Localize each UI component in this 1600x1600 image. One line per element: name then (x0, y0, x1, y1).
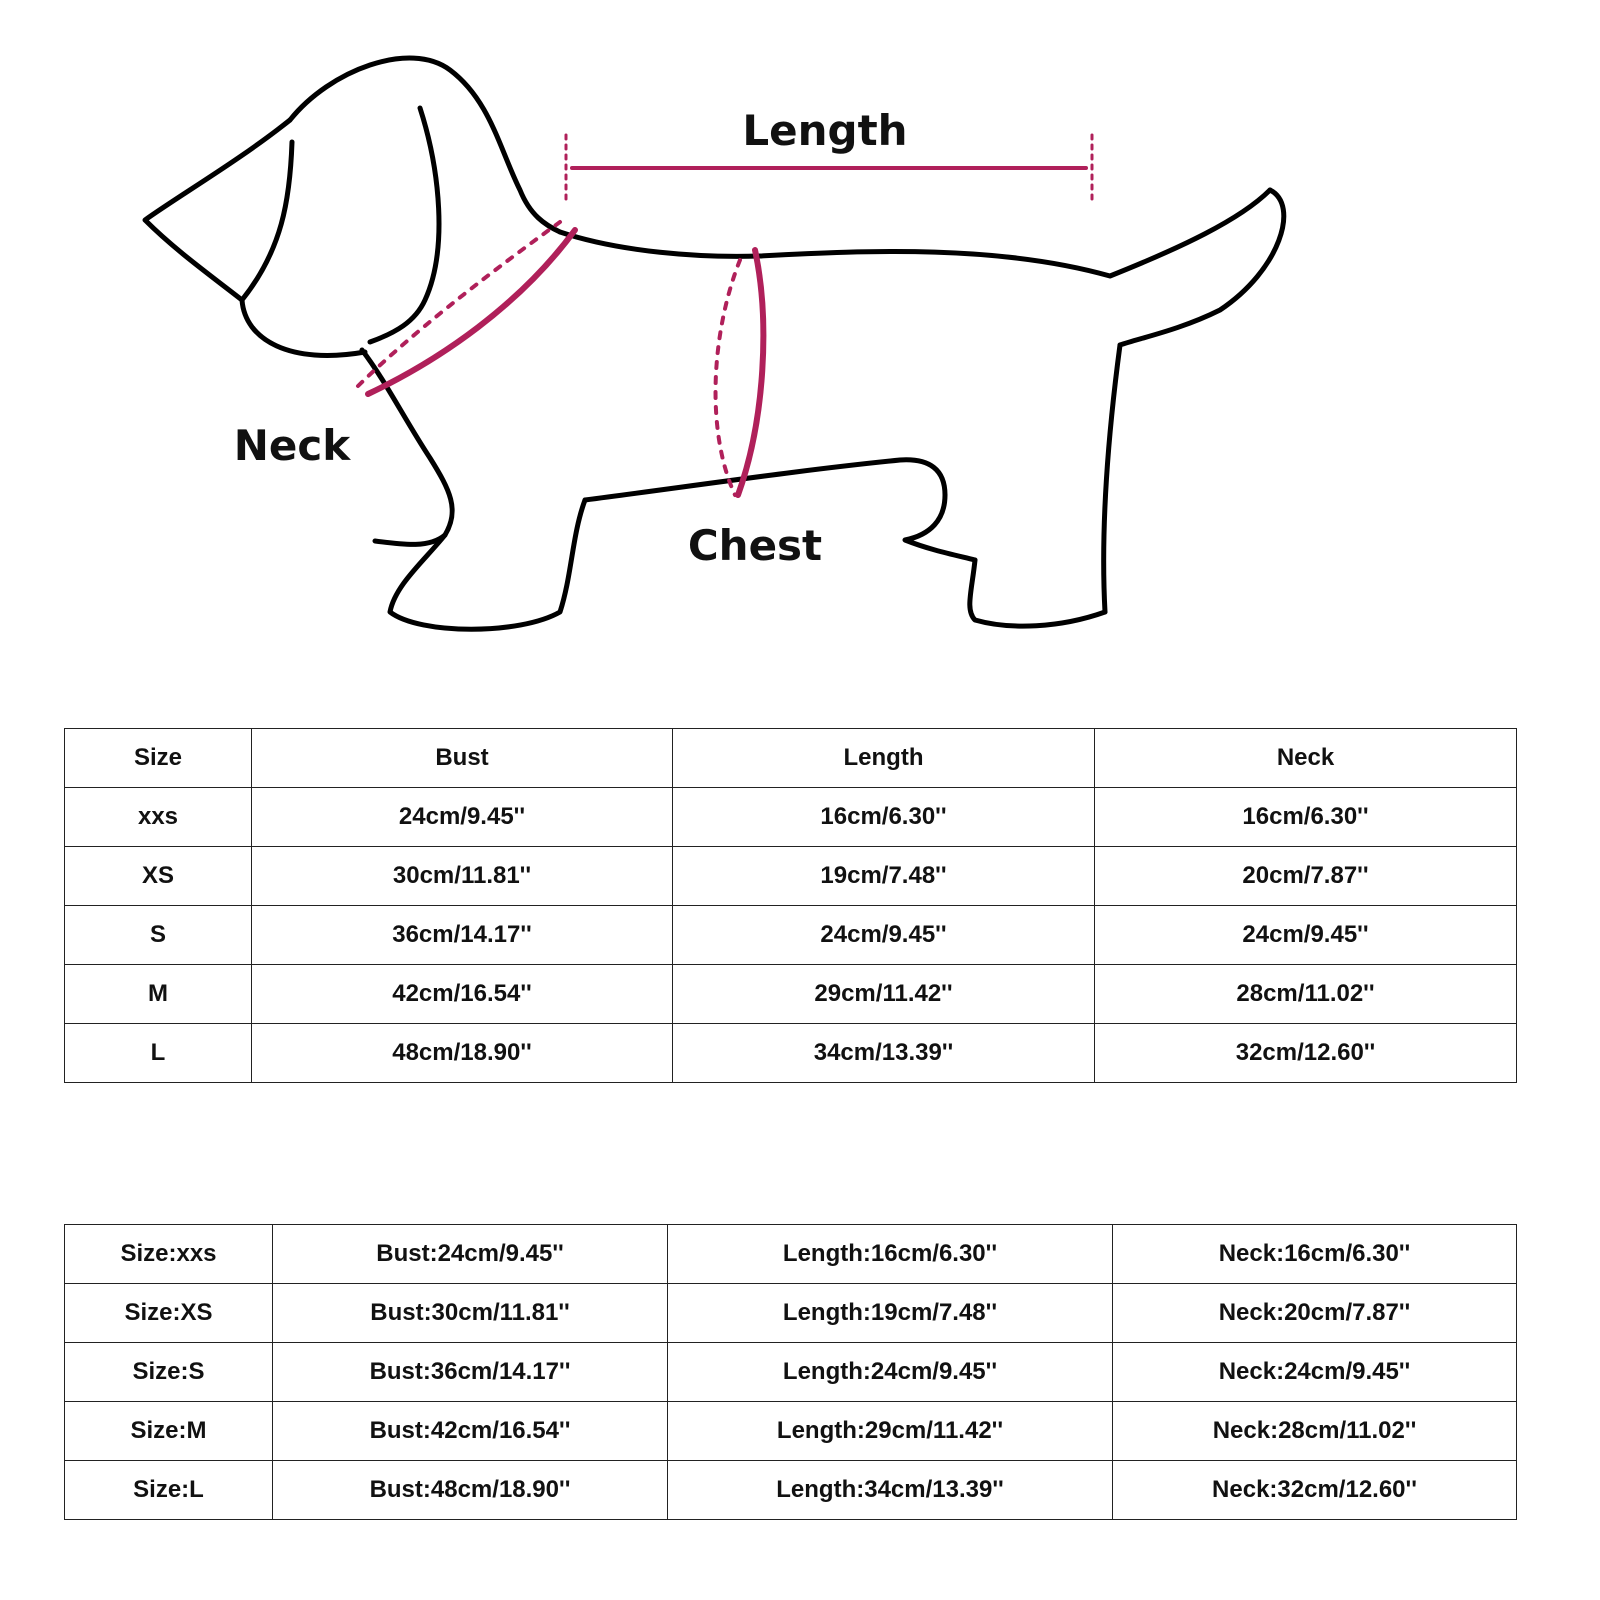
neck-measure-line (365, 227, 578, 397)
table-cell: Size:L (64, 1460, 273, 1520)
table-cell: Length (672, 728, 1095, 788)
table-cell: xxs (64, 787, 252, 847)
table-cell: Neck:32cm/12.60'' (1112, 1460, 1517, 1520)
table-cell: Bust:48cm/18.90'' (272, 1460, 668, 1520)
table-cell: Neck (1094, 728, 1517, 788)
table-cell: Bust:24cm/9.45'' (272, 1224, 668, 1284)
table-cell: Neck:16cm/6.30'' (1112, 1224, 1517, 1284)
table-cell: Length:19cm/7.48'' (667, 1283, 1113, 1343)
table-cell: Length:34cm/13.39'' (667, 1460, 1113, 1520)
chest-measure-back (713, 258, 742, 497)
table-cell: 24cm/9.45'' (672, 905, 1095, 965)
table-cell: L (64, 1023, 252, 1083)
chest-measure-line (735, 247, 767, 498)
length-label: Length (742, 106, 907, 155)
table-cell: XS (64, 846, 252, 906)
table-cell: S (64, 905, 252, 965)
table-cell: 48cm/18.90'' (251, 1023, 673, 1083)
table-cell: 42cm/16.54'' (251, 964, 673, 1024)
table-cell: 30cm/11.81'' (251, 846, 673, 906)
neck-measure-back (356, 220, 562, 388)
dog-measurement-diagram: Length Neck Chest (142, 55, 1287, 632)
table-cell: Bust:42cm/16.54'' (272, 1401, 668, 1461)
table-cell: Bust (251, 728, 673, 788)
table-cell: 24cm/9.45'' (1094, 905, 1517, 965)
table-cell: Length:24cm/9.45'' (667, 1342, 1113, 1402)
table-cell: Neck:20cm/7.87'' (1112, 1283, 1517, 1343)
table-cell: Size (64, 728, 252, 788)
table-cell: 34cm/13.39'' (672, 1023, 1095, 1083)
table-cell: Size:S (64, 1342, 273, 1402)
table-cell: 36cm/14.17'' (251, 905, 673, 965)
table-cell: 24cm/9.45'' (251, 787, 673, 847)
table-cell: 32cm/12.60'' (1094, 1023, 1517, 1083)
table-cell: Neck:28cm/11.02'' (1112, 1401, 1517, 1461)
chest-label: Chest (688, 521, 822, 570)
neck-label: Neck (234, 421, 352, 470)
table-cell: 16cm/6.30'' (672, 787, 1095, 847)
table-cell: 19cm/7.48'' (672, 846, 1095, 906)
table-cell: Bust:36cm/14.17'' (272, 1342, 668, 1402)
table-cell: Length:16cm/6.30'' (667, 1224, 1113, 1284)
dog-outline (142, 55, 1287, 632)
table-cell: Size:xxs (64, 1224, 273, 1284)
table-cell: Neck:24cm/9.45'' (1112, 1342, 1517, 1402)
table-cell: Size:XS (64, 1283, 273, 1343)
table-cell: 16cm/6.30'' (1094, 787, 1517, 847)
table-cell: Length:29cm/11.42'' (667, 1401, 1113, 1461)
table-cell: 29cm/11.42'' (672, 964, 1095, 1024)
table-cell: 28cm/11.02'' (1094, 964, 1517, 1024)
table-cell: 20cm/7.87'' (1094, 846, 1517, 906)
table-cell: M (64, 964, 252, 1024)
table-cell: Size:M (64, 1401, 273, 1461)
table-cell: Bust:30cm/11.81'' (272, 1283, 668, 1343)
